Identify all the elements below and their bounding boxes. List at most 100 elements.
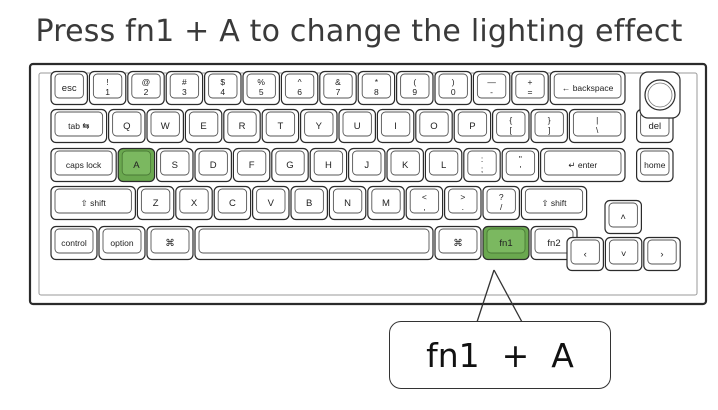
key-s: S [156, 147, 194, 183]
key-k-label: K [402, 160, 409, 171]
key-rcmd: ⌘ [434, 225, 482, 261]
key-option: option [98, 225, 146, 261]
page-title: Press fn1 + A to change the lighting eff… [35, 14, 683, 49]
key-comma: <, [405, 185, 444, 221]
key-control: control [50, 225, 98, 261]
key-5-lower-label: 5 [259, 87, 264, 97]
key-left: ‹ [566, 236, 605, 272]
key-space [194, 225, 434, 261]
key-y-label: Y [316, 121, 323, 132]
key-d: D [194, 147, 233, 183]
key-down: ˅ [604, 236, 643, 272]
key-w: W [146, 108, 185, 144]
key-comma-upper-label: < [422, 192, 427, 202]
key-j-label: J [364, 160, 369, 171]
key-3-lower-label: 3 [182, 87, 187, 97]
key-enter-label: ↵ enter [568, 160, 597, 170]
key-4-lower-label: 4 [220, 87, 225, 97]
key-6: ^6 [280, 70, 319, 106]
key-capslock-label: caps lock [66, 160, 102, 170]
key-c-label: C [229, 198, 236, 209]
key-left-label: ‹ [584, 249, 587, 260]
key-1: !1 [88, 70, 127, 106]
key-9: (9 [396, 70, 434, 106]
key-g: G [271, 147, 309, 183]
key-n: N [328, 185, 367, 221]
key-0-upper-label: ) [452, 77, 455, 87]
key-e: E [184, 108, 223, 144]
key-fn1: fn1 [482, 225, 530, 261]
key-semicolon: :; [463, 147, 501, 183]
key-w-label: W [161, 121, 170, 132]
callout-leader-lines [476, 269, 523, 323]
key-5: %5 [242, 70, 281, 106]
key-rshift-label: ⇧ shift [541, 198, 567, 208]
key-i-label: I [394, 121, 397, 132]
key-g-label: G [286, 160, 293, 171]
key-3-upper-label: # [182, 77, 187, 87]
key-lbracket: {[ [492, 108, 530, 144]
key-1-upper-label: ! [106, 77, 108, 87]
keys-group: esc!1@2#3$4%5^6&7*8(9)0—-+=← backspaceta… [50, 70, 681, 272]
key-esc-label: esc [62, 83, 77, 94]
key-h: H [309, 147, 348, 183]
key-2-upper-label: @ [142, 77, 151, 87]
leader-line-left [476, 269, 495, 323]
key-m: M [367, 185, 405, 221]
key-esc: esc [50, 70, 89, 106]
key-comma-lower-label: , [423, 202, 425, 212]
key-lbracket-lower-label: [ [510, 125, 513, 135]
key-7: &7 [319, 70, 357, 106]
key-fn1-label: fn1 [499, 238, 512, 249]
key-l: L [424, 147, 463, 183]
key-v: V [252, 185, 290, 221]
key-up-label: ˄ [620, 212, 626, 223]
key-lcmd-label: ⌘ [165, 238, 175, 249]
key-m-label: M [382, 198, 390, 209]
key-y: Y [300, 108, 338, 144]
key-v-label: V [268, 198, 275, 209]
key-q-label: Q [123, 121, 130, 132]
callout-key-fn1: fn1 [426, 335, 480, 375]
key-tab: tab ⇆ [50, 108, 108, 144]
key-p: P [453, 108, 492, 144]
key-home-label: home [644, 160, 666, 170]
key-6-lower-label: 6 [297, 87, 302, 97]
key-l-label: L [441, 160, 446, 171]
key-8: *8 [357, 70, 396, 106]
key-b-label: B [306, 198, 312, 209]
key-9-upper-label: ( [413, 77, 416, 87]
key-minus-upper-label: — [487, 77, 496, 87]
key-lbracket-upper-label: { [509, 115, 512, 125]
key-minus-lower-label: - [490, 87, 493, 97]
key-rbracket-lower-label: ] [548, 125, 550, 135]
key-period-lower-label: . [462, 202, 464, 212]
key-right-label: › [660, 249, 663, 260]
key-o-label: O [430, 121, 437, 132]
key-8-lower-label: 8 [374, 87, 379, 97]
key-f: F [232, 147, 271, 183]
key-slash-lower-label: / [500, 202, 503, 212]
key-h-label: H [325, 160, 332, 171]
key-t: T [261, 108, 300, 144]
key-up: ˄ [604, 199, 643, 235]
key-control-label: control [61, 238, 87, 248]
key-2-lower-label: 2 [144, 87, 149, 97]
key-tab-label: tab ⇆ [68, 121, 90, 131]
key-semicolon-lower-label: ; [481, 164, 483, 174]
key-p-label: P [469, 121, 475, 132]
callout-plus: + [501, 335, 530, 375]
key-home: home [635, 147, 674, 183]
key-rbracket-upper-label: } [548, 115, 551, 125]
callout-key-a: A [551, 335, 574, 375]
key-0: )0 [434, 70, 473, 106]
key-6-upper-label: ^ [298, 77, 302, 87]
key-down-label: ˅ [621, 249, 627, 260]
key-quote: "' [501, 147, 540, 183]
key-fn2-label: fn2 [547, 238, 560, 249]
key-backslash: |\ [568, 108, 626, 144]
key-u: U [338, 108, 377, 144]
key-4: $4 [204, 70, 242, 106]
key-q: Q [107, 108, 146, 144]
